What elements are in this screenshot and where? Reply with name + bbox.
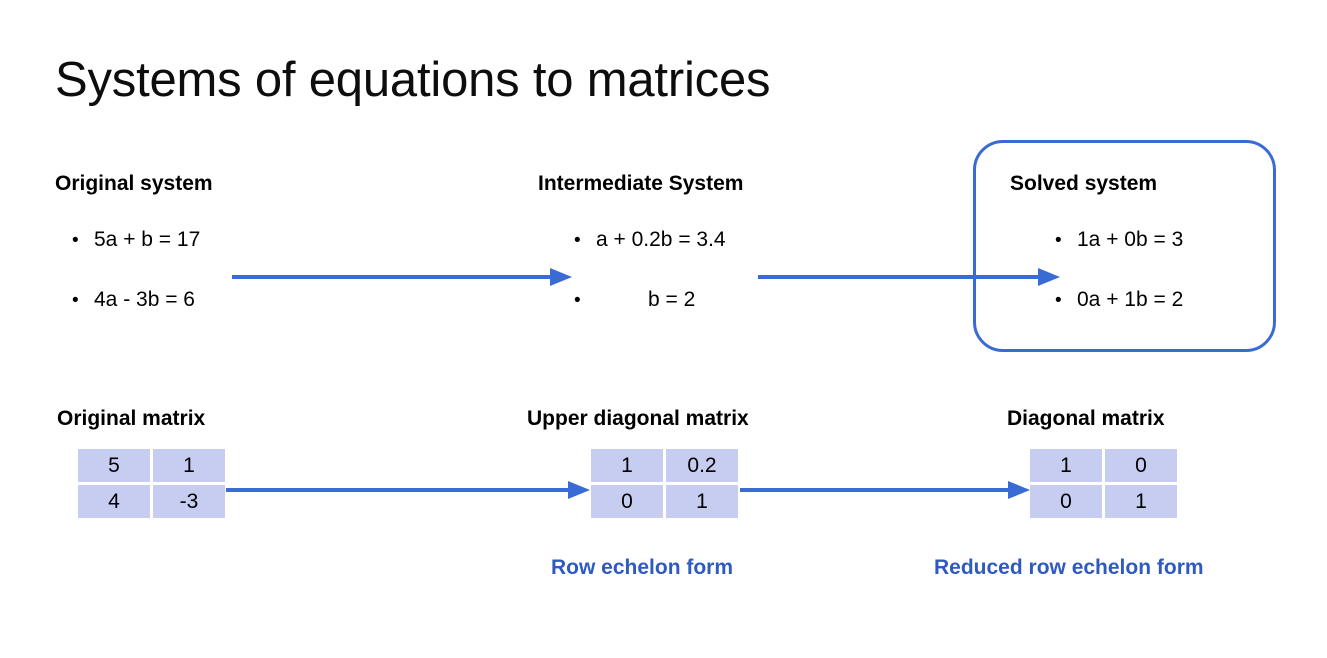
equation-row: • 1a + 0b = 3 xyxy=(1055,228,1183,288)
equation-text: 0a + 1b = 2 xyxy=(1077,288,1184,311)
heading-solved-system: Solved system xyxy=(1010,172,1158,195)
intermediate-system-equations: • a + 0.2b = 3.4 • b = 2 xyxy=(574,228,726,348)
equation-row: • 5a + b = 17 xyxy=(72,228,200,288)
matrix-cell: -3 xyxy=(153,485,225,518)
bullet-icon: • xyxy=(574,230,581,251)
matrix-cell: 0 xyxy=(1030,485,1102,518)
heading-upper-diagonal-matrix: Upper diagonal matrix xyxy=(527,407,749,430)
caption-reduced-row-echelon-form: Reduced row echelon form xyxy=(934,556,1204,579)
matrix-cell: 1 xyxy=(591,449,663,482)
original-system-equations: • 5a + b = 17 • 4a - 3b = 6 xyxy=(72,228,200,348)
matrix-cell: 1 xyxy=(666,485,738,518)
matrix-cell: 0 xyxy=(591,485,663,518)
bullet-icon: • xyxy=(1055,230,1062,251)
equation-row: • 4a - 3b = 6 xyxy=(72,288,200,348)
matrix-cell: 1 xyxy=(1105,485,1177,518)
matrix-cell: 1 xyxy=(153,449,225,482)
equation-text: a + 0.2b = 3.4 xyxy=(596,228,726,251)
matrix-diagonal: 1 0 0 1 xyxy=(1030,449,1177,518)
matrix-cell: 0.2 xyxy=(666,449,738,482)
matrix-cell: 5 xyxy=(78,449,150,482)
equation-row: • 0a + 1b = 2 xyxy=(1055,288,1183,348)
heading-diagonal-matrix: Diagonal matrix xyxy=(1007,407,1165,430)
bullet-icon: • xyxy=(72,290,79,311)
heading-original-matrix: Original matrix xyxy=(57,407,206,430)
equation-row: • a + 0.2b = 3.4 xyxy=(574,228,726,288)
equation-text: b = 2 xyxy=(648,288,696,311)
bullet-icon: • xyxy=(72,230,79,251)
matrix-upper-diagonal: 1 0.2 0 1 xyxy=(591,449,738,518)
equation-row: • b = 2 xyxy=(574,288,726,348)
heading-intermediate-system: Intermediate System xyxy=(538,172,744,195)
solved-system-box xyxy=(973,140,1276,352)
equation-text: 1a + 0b = 3 xyxy=(1077,228,1184,251)
matrix-original: 5 1 4 -3 xyxy=(78,449,225,518)
matrix-cell: 1 xyxy=(1030,449,1102,482)
matrix-cell: 4 xyxy=(78,485,150,518)
caption-row-echelon-form: Row echelon form xyxy=(551,556,734,579)
equation-text: 5a + b = 17 xyxy=(94,228,201,251)
arrow-original-to-intermediate-icon xyxy=(232,266,572,288)
heading-original-system: Original system xyxy=(55,172,213,195)
arrow-intermediate-to-solved-icon xyxy=(758,266,1060,288)
solved-system-equations: • 1a + 0b = 3 • 0a + 1b = 2 xyxy=(1055,228,1183,348)
arrow-original-matrix-to-upper-icon xyxy=(226,479,590,501)
bullet-icon: • xyxy=(574,290,581,311)
equation-text: 4a - 3b = 6 xyxy=(94,288,195,311)
page-title: Systems of equations to matrices xyxy=(55,53,771,107)
bullet-icon: • xyxy=(1055,290,1062,311)
matrix-cell: 0 xyxy=(1105,449,1177,482)
arrow-upper-to-diagonal-icon xyxy=(740,479,1030,501)
